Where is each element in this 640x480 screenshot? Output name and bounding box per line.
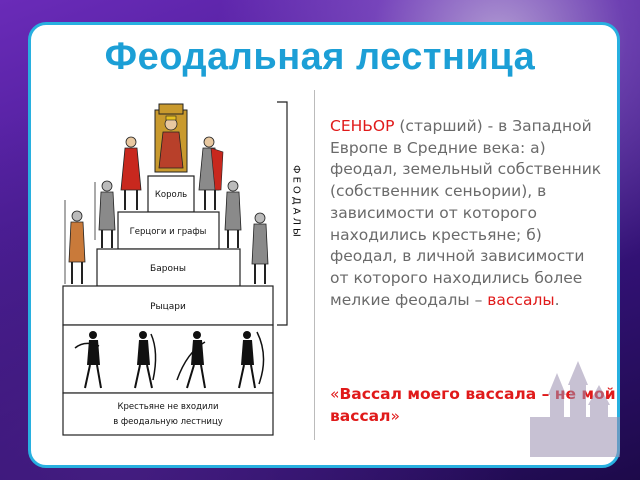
quote-close-mark: » xyxy=(390,407,400,425)
term-vassals: вассалы xyxy=(487,290,555,309)
term-seignior: СЕНЬОР xyxy=(330,117,395,135)
peasant-figure-3 xyxy=(176,331,206,389)
level-label-knights: Рыцари xyxy=(150,302,186,312)
slide-title: Феодальная лестница xyxy=(104,36,536,78)
level-label-barons: Бароны xyxy=(150,264,186,274)
caption-box xyxy=(62,392,274,436)
vassal-quote: «Вассал моего вассала – не мой вассал» xyxy=(330,383,620,427)
step-knights xyxy=(62,285,274,326)
feudal-ladder-illustration: Король Герцоги и графы Бароны Рыцари Кре… xyxy=(55,90,315,440)
baron-figure-right xyxy=(224,180,242,248)
king-figure xyxy=(154,103,188,173)
step-barons xyxy=(96,248,241,287)
peasants-caption-line1: Крестьяне не входили xyxy=(118,402,219,412)
level-label-king: Король xyxy=(155,190,187,200)
peasant-figure-1 xyxy=(74,331,102,389)
feudals-bracket xyxy=(277,101,288,326)
duke-figure-left xyxy=(120,136,142,210)
level-label-dukes: Герцоги и графы xyxy=(130,227,207,237)
feudals-side-label: ФЕОДАЛЫ xyxy=(291,165,302,240)
quote-text: Вассал моего вассала – не мой вассал xyxy=(330,385,616,425)
step-king xyxy=(147,175,195,213)
duke-figure-right xyxy=(198,136,224,210)
peasant-figure-4 xyxy=(238,331,265,389)
definition-text: СЕНЬОР (старший) - в Западной Европе в С… xyxy=(330,116,605,311)
step-dukes xyxy=(117,211,220,250)
knight-figure-left xyxy=(64,200,86,284)
baron-figure-left xyxy=(94,180,116,248)
knight-figure-right xyxy=(251,212,269,284)
quote-open-mark: « xyxy=(330,385,340,403)
definition-body: (старший) - в Западной Европе в Средние … xyxy=(330,117,602,309)
castle-decoration xyxy=(530,361,620,457)
peasants-caption-line2: в феодальную лестницу xyxy=(113,417,223,427)
definition-end: . xyxy=(554,290,560,309)
peasant-figure-2 xyxy=(134,331,157,389)
